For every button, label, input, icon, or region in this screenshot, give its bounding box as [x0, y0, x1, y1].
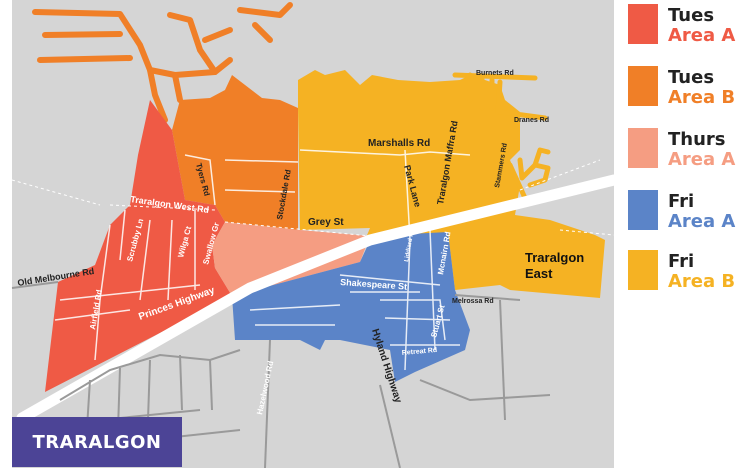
legend-area: Area A — [668, 149, 736, 170]
label-melrossa-rd: Melrossa Rd — [452, 298, 494, 305]
label-traralgon-east-line1: Traralgon — [525, 250, 584, 265]
label-shakespeare-st: Shakespeare St — [340, 277, 408, 292]
legend-area: Area A — [668, 25, 736, 46]
label-dranes-rd: Dranes Rd — [514, 117, 549, 124]
legend-day: Tues — [668, 5, 715, 26]
legend-swatch — [628, 190, 658, 230]
label-liddiard-rd: Liddiard Rd — [404, 228, 416, 262]
legend-swatch — [628, 128, 658, 168]
legend-swatch — [628, 250, 658, 290]
legend-day: Tues — [668, 67, 715, 88]
legend-day: Thurs — [668, 129, 726, 150]
legend-day: Fri — [668, 191, 695, 212]
town-name: TRARALGON — [32, 431, 162, 453]
legend-swatch — [628, 66, 658, 106]
town-name-box: TRARALGON — [12, 417, 182, 467]
label-retreat-rd: Retreat Rd — [402, 347, 438, 357]
fri-area-b-road-network — [452, 72, 551, 201]
label-burnets-rd: Burnets Rd — [476, 70, 514, 77]
legend-area: Area B — [668, 87, 736, 108]
legend-area: Area B — [668, 271, 736, 292]
label-marshalls-rd: Marshalls Rd — [368, 138, 430, 149]
legend-day: Fri — [668, 251, 695, 272]
label-grey-st: Grey St — [308, 217, 344, 228]
princes-highway-road — [16, 174, 620, 424]
boundary-lines — [11, 159, 615, 237]
legend-swatch — [628, 4, 658, 44]
zone-thurs-area-a — [212, 222, 370, 296]
legend-area: Area A — [668, 211, 736, 232]
label-traralgon-east-line2: East — [525, 266, 553, 281]
zone-street-network — [54, 149, 471, 371]
zone-fri-area-b — [298, 70, 605, 298]
tues-area-b-road-network — [32, 2, 293, 123]
